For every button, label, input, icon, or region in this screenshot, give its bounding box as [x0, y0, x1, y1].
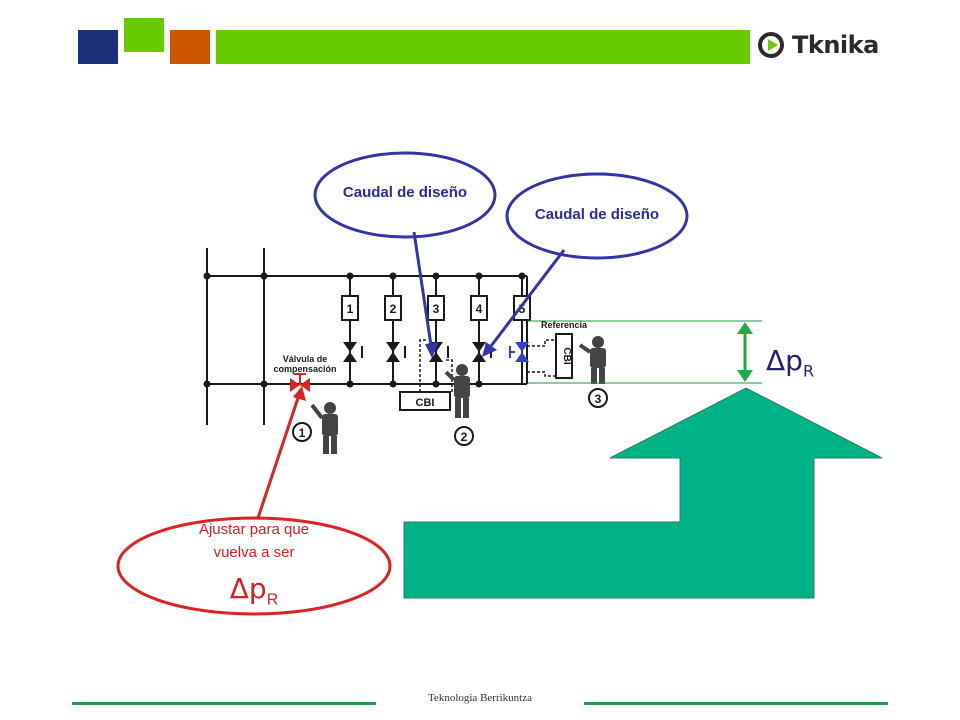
callout-design-flow-2-bubble: [505, 172, 689, 260]
footer-line-right: [584, 702, 888, 705]
valve-1-icon: [343, 342, 363, 362]
reference-cbi-label: CBI: [561, 347, 572, 364]
callout-pointer-blue-1: [412, 231, 439, 358]
header-bar: [216, 30, 750, 64]
terminal-unit-5-label: 5: [519, 302, 526, 316]
worker-3-icon: [578, 336, 606, 384]
callout-adjust-bubble: [116, 516, 392, 616]
terminal-unit-4-label: 4: [476, 302, 483, 316]
reference-label: Referencia: [541, 320, 588, 330]
callout-adjust-line1: Ajustar para que: [198, 521, 310, 538]
svg-text:2: 2: [461, 430, 468, 444]
header-square-orange: [170, 30, 210, 64]
terminal-unit-4-box: [470, 295, 488, 321]
terminal-unit-2-label: 2: [390, 302, 397, 316]
dp-symbol: Δp: [229, 572, 267, 605]
callout-pointer-red: [256, 386, 306, 519]
terminal-unit-2-box: [384, 295, 402, 321]
dp-symbol-right: Δp: [766, 344, 803, 377]
callout-design-flow-1: Caudal de diseño: [342, 184, 468, 201]
person-number-1: 1: [292, 422, 312, 442]
worker-1-icon: [310, 402, 338, 454]
callout-design-flow-2: Caudal de diseño: [534, 206, 660, 223]
footer-line-left: [72, 702, 376, 705]
dp-double-arrow-icon: [737, 322, 753, 382]
cbi-instrument: CBI: [399, 339, 453, 411]
svg-text:1: 1: [299, 426, 306, 440]
footer-text: Teknologia Berrikuntza: [427, 692, 532, 704]
callout-pointer-blue-2: [482, 249, 566, 357]
terminal-unit-1-box: [341, 295, 359, 321]
person-number-2: 2: [454, 426, 474, 446]
pressure-increase-arrow: [403, 387, 883, 599]
brand-logo: Tknika: [758, 30, 879, 60]
valve-5-icon: [509, 342, 529, 362]
terminal-unit-3-label: 3: [433, 302, 440, 316]
terminal-unit-3-box: [427, 295, 445, 321]
cbi-label: CBI: [416, 397, 435, 409]
compensation-valve-label-line2: compensación: [273, 364, 336, 374]
dp-subscript: R: [266, 591, 279, 609]
dp-reference-label: ΔpR: [766, 344, 814, 381]
terminal-units: 1 2 3 4 5: [341, 295, 531, 321]
terminal-unit-1-label: 1: [347, 302, 354, 316]
callout-design-flow-1-bubble: [313, 151, 497, 239]
compensation-valve-label-line1: Válvula de: [283, 354, 328, 364]
svg-text:3: 3: [595, 392, 602, 406]
dp-subscript-right: R: [802, 361, 815, 381]
header-square-lime: [124, 18, 164, 52]
pipe-junctions: [203, 272, 526, 388]
worker-2-icon: [444, 364, 470, 418]
brand-name: Tknika: [792, 31, 879, 59]
person-number-3: 3: [588, 388, 608, 408]
callout-adjust-line2: vuelva a ser: [213, 544, 295, 561]
valve-2-icon: [386, 342, 406, 362]
brand-logo-icon: [758, 32, 784, 58]
header-square-navy: [78, 30, 118, 64]
reference-cbi-instrument: Referencia CBI: [527, 320, 588, 379]
compensation-valve-icon: [290, 373, 310, 392]
callout-adjust-dp: ΔpR: [144, 572, 364, 618]
